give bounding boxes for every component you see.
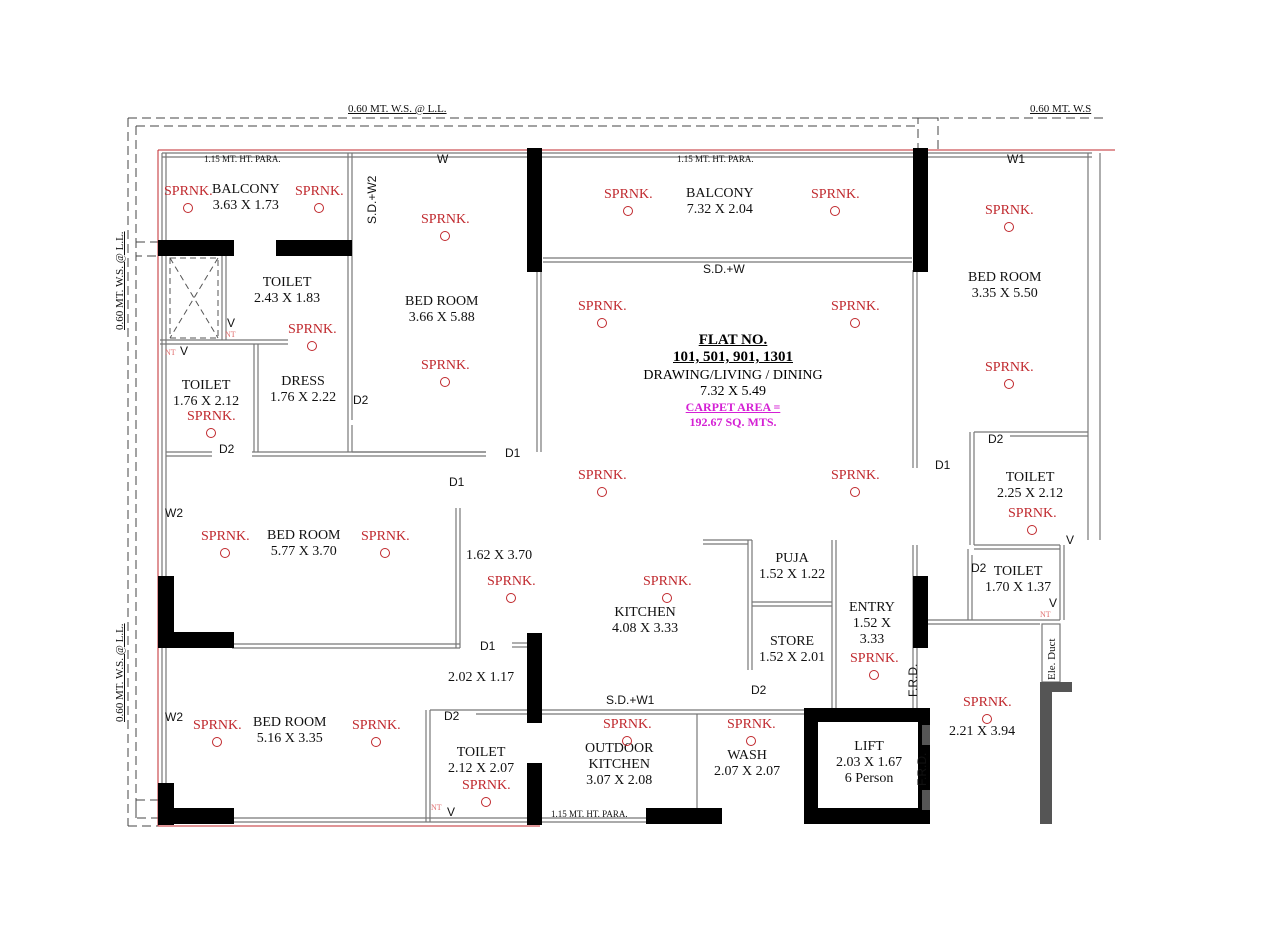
- room-lift: LIFT 2.03 X 1.67 6 Person: [836, 739, 903, 787]
- room-bedroom-mid-left: BED ROOM 5.77 X 3.70: [267, 528, 341, 560]
- room-balcony-left: BALCONY 3.63 X 1.73: [212, 182, 280, 214]
- nt-label-3: NT: [1040, 610, 1051, 619]
- sprinkler-icon: SPRNK.: [643, 575, 692, 603]
- sliding-door-w2-label: S.D.+W2: [365, 175, 379, 224]
- sprinkler-icon: SPRNK.: [727, 718, 776, 746]
- room-bedroom-top-right: BED ROOM 3.35 X 5.50: [968, 270, 1042, 302]
- window-w2-label-mid: W2: [165, 506, 183, 520]
- sprinkler-icon: SPRNK.: [201, 530, 250, 558]
- flat-numbers: 101, 501, 901, 1301: [673, 349, 793, 365]
- room-toilet-right-upper: TOILET 2.25 X 2.12: [997, 470, 1064, 502]
- room-toilet-top: TOILET 2.43 X 1.83: [254, 275, 321, 307]
- electrical-duct-label: Ele. Duct: [1046, 638, 1058, 680]
- sprinkler-icon: SPRNK.: [193, 719, 242, 747]
- sprinkler-icon: SPRNK.: [421, 213, 470, 241]
- ws-left-lower-label: 0.60 MT. W.S. @ L.L.: [114, 623, 126, 722]
- parapet-label-left: 1.15 MT. HT. PARA.: [204, 154, 281, 164]
- flat-title-block: FLAT NO. 101, 501, 901, 1301 DRAWING/LIV…: [613, 332, 853, 430]
- parapet-label-center: 1.15 MT. HT. PARA.: [677, 154, 754, 164]
- room-toilet-bottom: TOILET 2.12 X 2.07: [448, 745, 515, 777]
- door-d1-lobby: D1: [480, 639, 496, 653]
- room-puja: PUJA 1.52 X 1.22: [759, 551, 826, 583]
- door-d2-dress: D2: [353, 393, 369, 407]
- parapet-label-bottom: 1.15 MT. HT. PARA.: [551, 809, 628, 819]
- door-d1-bedroom-mid: D1: [449, 475, 465, 489]
- nt-label-1: NT: [225, 330, 236, 339]
- sprinkler-icon: SPRNK.: [1008, 507, 1057, 535]
- living-room-name: DRAWING/LIVING / DINING: [643, 368, 823, 383]
- nt-label-2: NT: [165, 348, 176, 357]
- window-sill-outline: [127, 117, 1105, 827]
- living-room-dims: 7.32 X 5.49: [699, 384, 767, 399]
- sprinkler-icon: SPRNK.: [985, 361, 1034, 389]
- duct-wall: [922, 682, 1072, 824]
- carpet-area-value: 192.67 SQ. MTS.: [689, 415, 777, 429]
- room-outdoor-kitchen: OUTDOOR KITCHEN 3.07 X 2.08: [585, 741, 654, 789]
- nt-label-4: NT: [431, 803, 442, 812]
- ws-top-label: 0.60 MT. W.S. @ L.L.: [348, 103, 447, 115]
- vent-label-1: V: [227, 316, 236, 330]
- door-d2-toilet-right: D2: [988, 432, 1004, 446]
- vent-label-3: V: [1066, 533, 1075, 547]
- door-d2-toilet-small: D2: [971, 561, 987, 575]
- sprinkler-icon: SPRNK.: [604, 188, 653, 216]
- sprinkler-icon: SPRNK.: [985, 204, 1034, 232]
- room-passage: 1.62 X 3.70: [466, 548, 533, 563]
- window-w2-label-bottom: W2: [165, 710, 183, 724]
- door-d2-toilet-left: D2: [219, 442, 235, 456]
- flat-title: FLAT NO.: [698, 332, 768, 348]
- room-toilet-small-left: TOILET 1.76 X 2.12: [173, 378, 240, 410]
- sprinkler-icon: SPRNK.: [578, 300, 627, 328]
- room-toilet-right-lower: TOILET 1.70 X 1.37: [985, 564, 1052, 596]
- structural-columns: [158, 148, 930, 825]
- sprinkler-icon: SPRNK.: [288, 323, 337, 351]
- sprinkler-icon: SPRNK.: [850, 652, 899, 680]
- sprinkler-icon: SPRNK.: [164, 185, 213, 213]
- door-d2-toilet-bottom: D2: [444, 709, 460, 723]
- room-corridor: 2.21 X 3.94: [949, 724, 1016, 739]
- room-dress: DRESS 1.76 X 2.22: [270, 374, 337, 406]
- window-w1-label: W1: [1007, 152, 1025, 166]
- door-d1-bedroom: D1: [505, 446, 521, 460]
- sprinkler-icon: SPRNK.: [187, 410, 236, 438]
- sprinkler-icon: SPRNK.: [361, 530, 410, 558]
- sprinkler-icon: SPRNK.: [831, 469, 880, 497]
- room-store: STORE 1.52 X 2.01: [759, 634, 826, 666]
- room-wash: WASH 2.07 X 2.07: [714, 748, 781, 780]
- sprinkler-icon: SPRNK.: [578, 469, 627, 497]
- vent-label-2: V: [180, 344, 189, 358]
- sprinkler-icon: SPRNK.: [487, 575, 536, 603]
- carpet-area-label: CARPET AREA =: [685, 400, 781, 414]
- ws-left-upper-label: 0.60 MT. W.S. @ L.L.: [114, 231, 126, 330]
- sprinkler-icon: SPRNK.: [963, 696, 1012, 724]
- outer-boundary-line: [157, 149, 1115, 827]
- sprinkler-icon: SPRNK.: [831, 300, 880, 328]
- room-kitchen: KITCHEN 4.08 X 3.33: [612, 605, 679, 637]
- vent-label-4: V: [1049, 596, 1058, 610]
- window-label: W: [437, 152, 449, 166]
- sliding-door-w-label: S.D.+W: [703, 262, 745, 276]
- room-bedroom-bottom-left: BED ROOM 5.16 X 3.35: [253, 715, 327, 747]
- door-d2-store: D2: [751, 683, 767, 697]
- room-entry: ENTRY 1.52 X 3.33: [849, 600, 895, 648]
- door-d1-bedroom-right: D1: [935, 458, 951, 472]
- ws-top-right-label: 0.60 MT. W.S: [1030, 103, 1092, 115]
- sprinkler-icon: SPRNK.: [462, 779, 511, 807]
- room-balcony-center: BALCONY 7.32 X 2.04: [686, 186, 754, 218]
- sprinkler-icon: SPRNK.: [295, 185, 344, 213]
- sprinkler-icon: SPRNK.: [421, 359, 470, 387]
- room-lobby: 2.02 X 1.17: [448, 670, 515, 685]
- vent-label-5: V: [447, 805, 456, 819]
- fire-door-lift: F.R.D.: [915, 752, 929, 786]
- fire-door-entry: F.R.D.: [906, 663, 920, 697]
- shower-area: [169, 257, 219, 339]
- sliding-door-w1-label: S.D.+W1: [606, 693, 655, 707]
- partition-walls: [160, 152, 1101, 823]
- sprinkler-icon: SPRNK.: [811, 188, 860, 216]
- sprinkler-icon: SPRNK.: [603, 718, 652, 746]
- sprinkler-icon: SPRNK.: [352, 719, 401, 747]
- room-bedroom-top-left: BED ROOM 3.66 X 5.88: [405, 294, 479, 326]
